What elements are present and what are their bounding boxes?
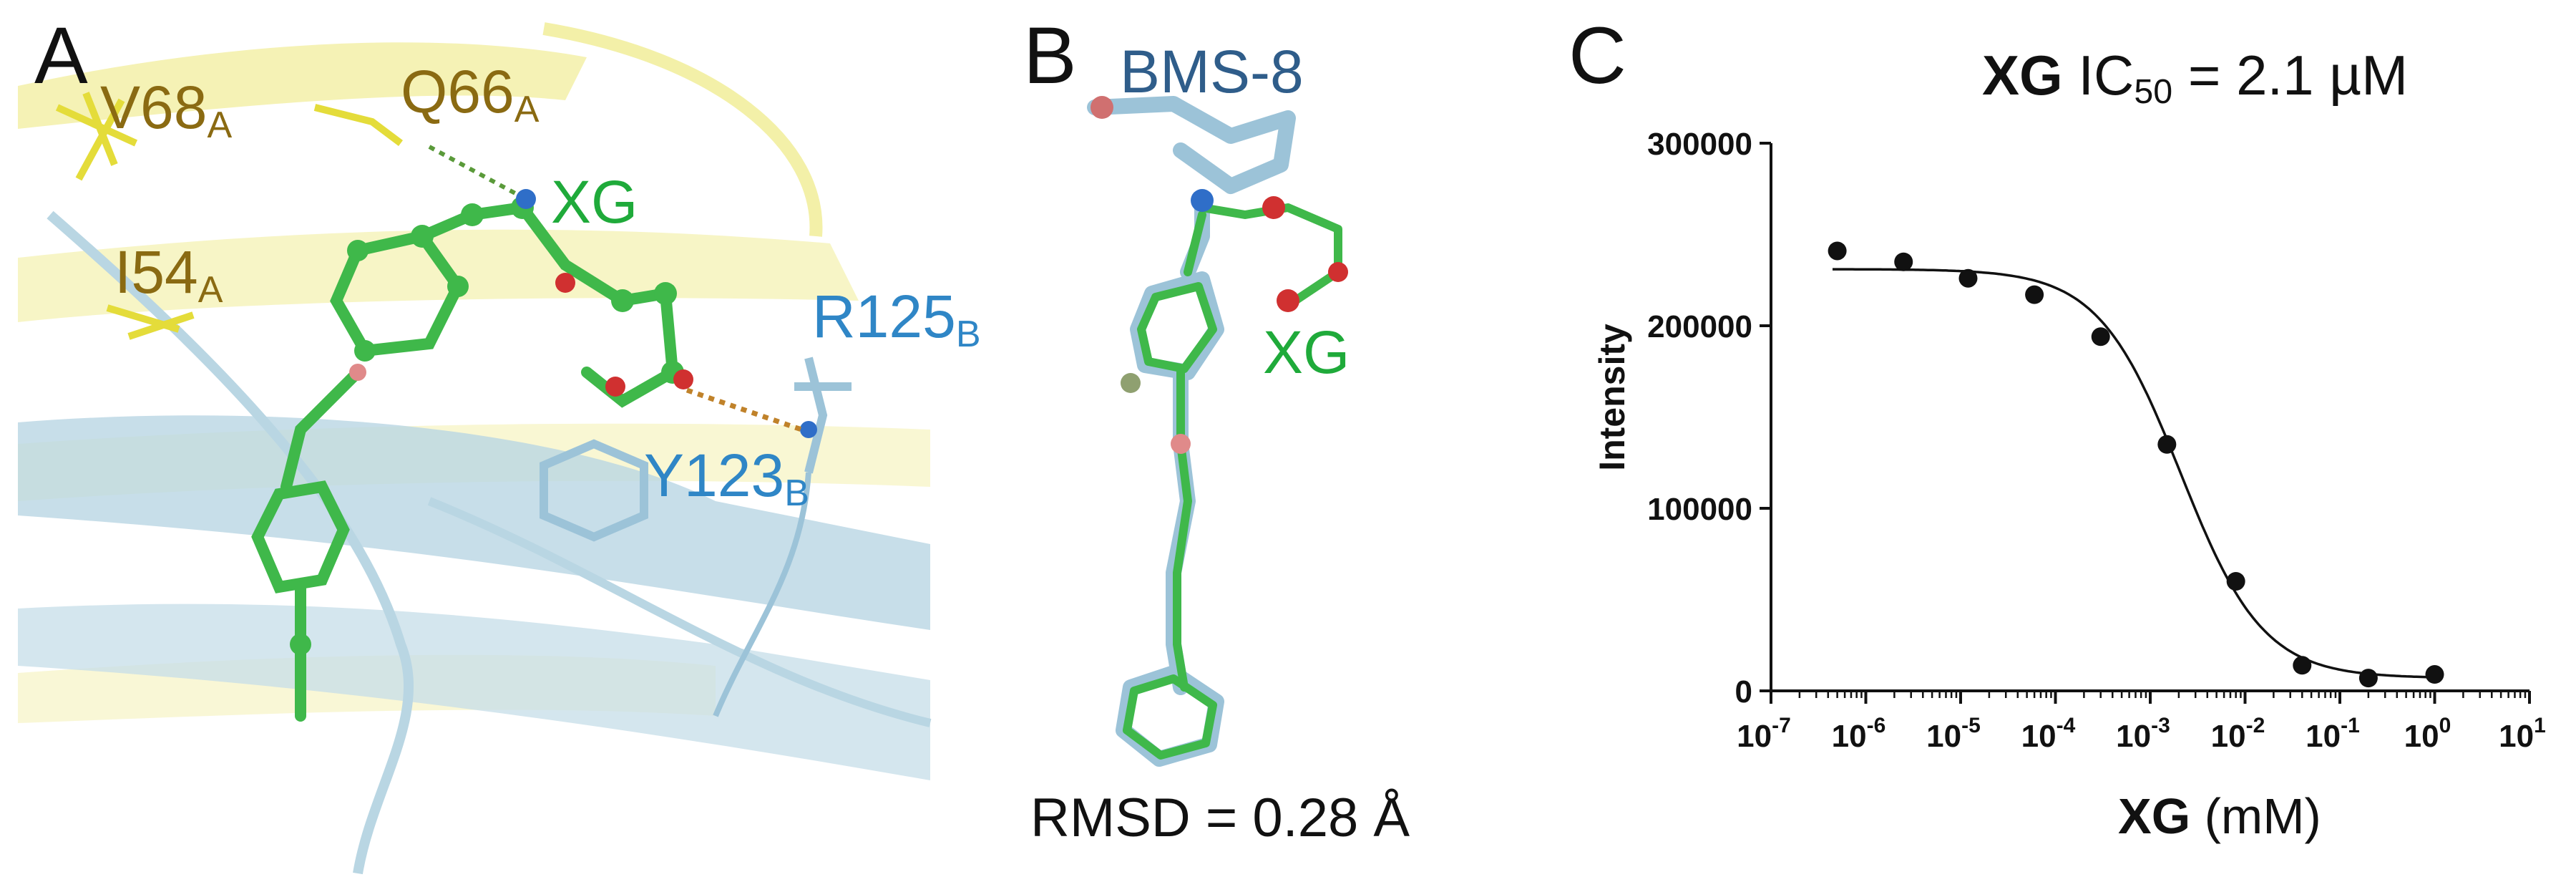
data-point <box>2358 669 2378 688</box>
panel-b-overlay-image <box>1087 96 1348 767</box>
x-tick-label: 10-7 <box>1737 714 1791 754</box>
y-tick-label: 0 <box>1735 674 1752 709</box>
data-point <box>1958 268 1978 288</box>
x-tick-label: 10-4 <box>2021 714 2076 754</box>
data-point <box>2226 572 2245 591</box>
fit-curve <box>1833 268 2437 679</box>
x-tick-label: 10-3 <box>2116 714 2170 754</box>
data-point <box>2025 285 2044 304</box>
data-point <box>1894 252 1913 271</box>
x-tick-label: 100 <box>2404 714 2451 754</box>
label-r125: R125B <box>812 283 981 356</box>
label-v68: V68A <box>100 74 233 147</box>
x-tick-label: 10-5 <box>1926 714 1981 754</box>
panel-a-structure-image <box>18 22 932 875</box>
label-i54: I54A <box>114 238 223 311</box>
y-tick-label: 100000 <box>1647 492 1752 527</box>
label-y123: Y123B <box>644 442 809 515</box>
data-point <box>2425 665 2444 684</box>
chart-title: XG IC50 = 2.1 µM <box>1982 44 2409 112</box>
panel-a-letter: A <box>34 11 88 100</box>
label-xg-b: XG <box>1263 319 1350 386</box>
data-point <box>2157 435 2177 454</box>
data-point <box>1828 241 1847 261</box>
ic50-chart: 0 100000 200000 300000 10-7 10-6 10-5 10-4 10-3 1… <box>1592 127 2546 754</box>
x-tick-label: 10-1 <box>2306 714 2360 754</box>
rmsd-label: RMSD = 0.28 Å <box>1030 788 1410 848</box>
label-bms-8: BMS-8 <box>1120 38 1304 105</box>
label-q66: Q66A <box>401 58 540 131</box>
x-tick-label: 10-2 <box>2211 714 2265 754</box>
x-axis-label: XG (mM) <box>2118 788 2321 844</box>
x-tick-label: 10-6 <box>1832 714 1886 754</box>
data-point <box>2091 327 2110 347</box>
label-xg-a: XG <box>551 168 638 236</box>
data-point <box>2293 656 2312 675</box>
x-tick-label: 101 <box>2499 714 2546 754</box>
panel-b-letter: B <box>1023 11 1077 100</box>
y-axis-label: Intensity <box>1592 324 1632 471</box>
y-tick-label: 200000 <box>1647 309 1752 344</box>
panel-c-letter: C <box>1568 11 1626 100</box>
y-tick-label: 300000 <box>1647 127 1752 162</box>
